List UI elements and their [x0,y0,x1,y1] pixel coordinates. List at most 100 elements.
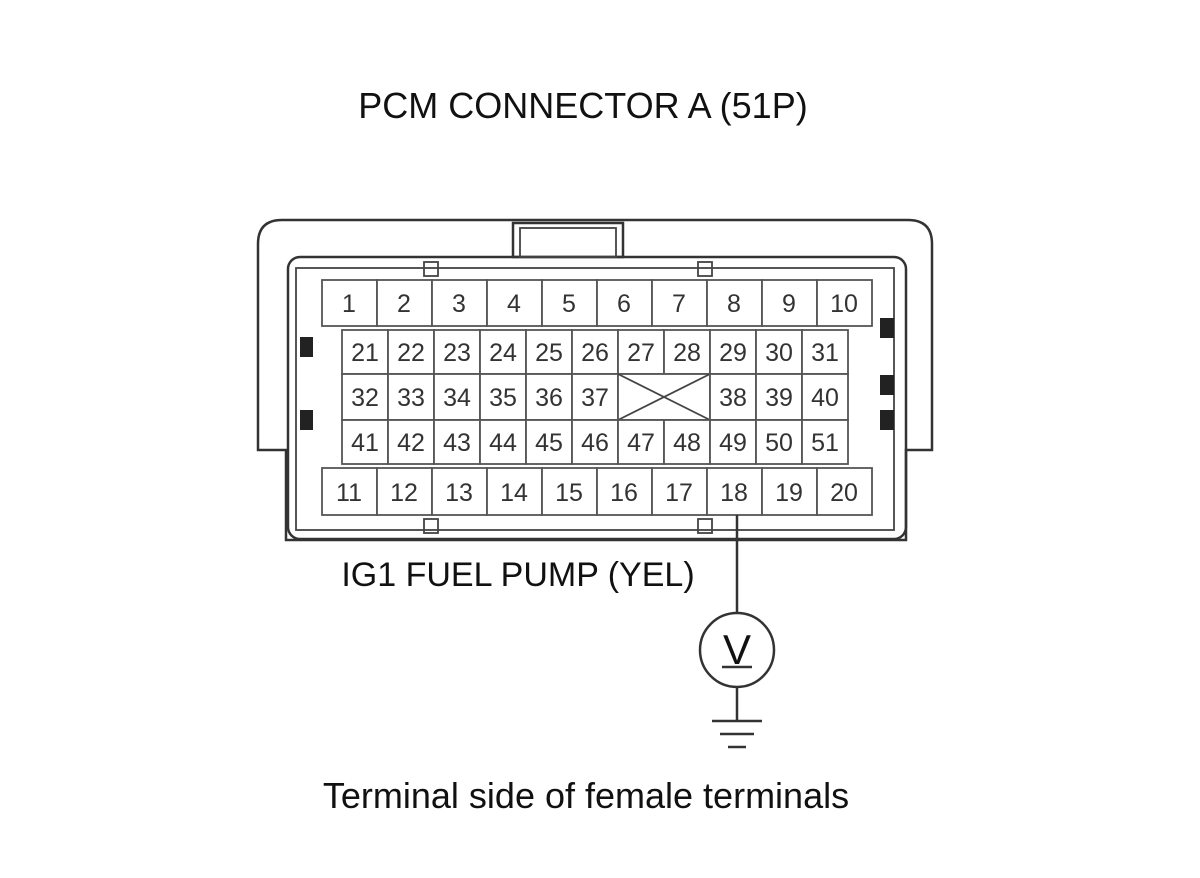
latch-mark-right-3 [880,410,894,430]
probe-terminal-cell [706,467,763,516]
terminal-label: 6 [617,290,631,318]
terminal-label: 32 [351,384,379,412]
terminal-cell [376,467,433,516]
terminal-label: 2 [397,290,411,318]
terminal-label: 8 [727,290,741,318]
terminal-row-4: 41 42 43 44 45 46 47 48 49 50 51 [341,419,849,465]
terminal-label: 23 [443,339,471,367]
terminal-label: 11 [336,479,362,507]
terminal-label: 21 [351,339,379,367]
terminal-face [295,267,895,531]
terminal-label: 36 [535,384,563,412]
terminal-label: 13 [445,479,473,507]
terminal-label: 41 [351,429,379,457]
terminal-cell [571,329,619,375]
terminal-row-3: 32 33 34 35 36 37 38 39 40 [341,373,849,421]
terminal-cell [816,467,873,516]
terminal-cell [801,373,849,421]
terminal-cell [709,419,757,465]
terminal-cell [376,279,433,327]
terminal-label: 34 [443,384,471,412]
terminal-label: 31 [811,339,839,367]
terminal-cell [321,279,378,327]
terminal-label: 38 [719,384,747,412]
terminal-label: 48 [673,429,701,457]
terminal-label: 26 [581,339,609,367]
terminal-cell [755,329,803,375]
terminal-label: 7 [672,290,686,318]
latch-mark-left-upper [300,337,313,357]
terminal-row-2: 21 22 23 24 25 26 27 28 29 30 31 [341,329,849,375]
terminal-cell [525,419,573,465]
ground-icon [712,719,762,749]
terminal-cell [816,279,873,327]
housing-outer-shell [256,218,934,542]
terminal-cell [341,329,389,375]
terminal-label: 5 [562,290,576,318]
terminal-label: 20 [830,479,858,507]
terminal-grid: 1 2 3 4 5 6 7 8 9 10 21 22 2 [321,279,873,516]
voltmeter-probe: V [698,515,776,749]
terminal-label: 1 [342,290,356,318]
latch-mark-left-lower [300,410,313,430]
terminal-label: 28 [673,339,701,367]
terminal-label: 17 [665,479,693,507]
terminal-cell [596,279,653,327]
terminal-row-1: 1 2 3 4 5 6 7 8 9 10 [321,279,873,327]
terminal-label: 9 [782,290,796,318]
terminal-cell [706,279,763,327]
terminal-label: 51 [811,429,839,457]
terminal-label: 50 [765,429,793,457]
terminal-label: 3 [452,290,466,318]
terminal-label: 42 [397,429,425,457]
terminal-label: 37 [581,384,609,412]
terminal-label: 15 [555,479,583,507]
connector-housing [256,218,934,542]
voltmeter-symbol: V [723,626,751,673]
terminal-label: 40 [811,384,839,412]
terminal-cell [433,329,481,375]
guide-notch-bottom-right [697,518,713,534]
terminal-label: 39 [765,384,793,412]
terminal-cell [651,467,708,516]
terminal-label: 46 [581,429,609,457]
latch-mark-right-1 [880,318,894,338]
terminal-cell [571,373,619,421]
terminal-cell [479,329,527,375]
terminal-cell [596,467,653,516]
wire-label: IG1 FUEL PUMP (YEL) [341,556,694,594]
terminal-row-5: 11 12 13 14 15 16 17 18 19 20 [321,467,873,516]
terminal-label: 19 [775,479,803,507]
terminal-cell [755,373,803,421]
guide-notch-top-right [697,261,713,277]
blanked-slot-cross [617,373,711,421]
terminal-label: 43 [443,429,471,457]
terminal-label: 47 [627,429,655,457]
terminal-cell [387,419,435,465]
terminal-label: 27 [627,339,655,367]
terminal-cell [709,373,757,421]
terminal-label: 12 [390,479,418,507]
terminal-label: 30 [765,339,793,367]
terminal-label: 22 [397,339,425,367]
terminal-cell [321,467,378,516]
terminal-label: 44 [489,429,517,457]
probe-terminal-label: 18 [720,479,748,507]
terminal-cell [479,373,527,421]
terminal-label: 25 [535,339,563,367]
locking-tab-inner [519,227,617,258]
latch-mark-right-2 [880,375,894,395]
terminal-cell [571,419,619,465]
terminal-label: 16 [610,479,638,507]
terminal-label: 4 [507,290,521,318]
terminal-label: 10 [830,290,858,318]
terminal-label: 45 [535,429,563,457]
terminal-label: 49 [719,429,747,457]
terminal-label: 24 [489,339,517,367]
terminal-label: 33 [397,384,425,412]
guide-notch-top-left [423,261,439,277]
view-caption: Terminal side of female terminals [323,775,849,816]
terminal-cell [431,279,488,327]
terminal-cell [801,419,849,465]
